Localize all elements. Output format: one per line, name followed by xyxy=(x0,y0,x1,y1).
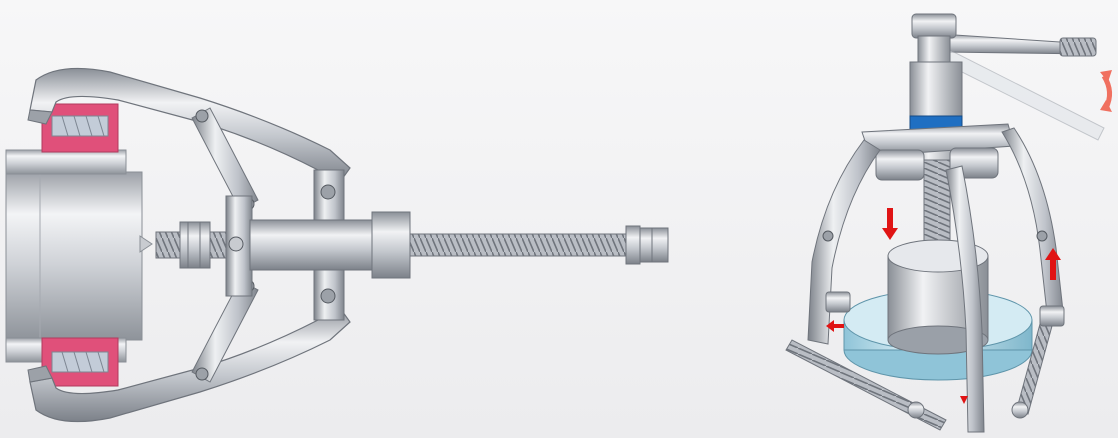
pump-handle xyxy=(911,13,1105,141)
puller-yoke xyxy=(861,123,1015,181)
clamp-rods xyxy=(785,291,1065,431)
arrow-left-icon xyxy=(826,320,844,332)
forcing-screw xyxy=(155,221,669,269)
rotate-arrow-icon xyxy=(1100,70,1112,112)
arrow-down-icon xyxy=(882,208,898,240)
arrow-up-icon xyxy=(1045,248,1061,280)
jaw-front xyxy=(945,165,985,433)
shaft-hub xyxy=(5,149,153,363)
bearing-top xyxy=(41,103,119,153)
jaw-right xyxy=(1001,127,1065,323)
puller-body xyxy=(228,211,411,279)
bearing-bottom xyxy=(41,337,119,387)
workpiece xyxy=(843,239,1033,381)
hydraulic-puller xyxy=(785,13,1112,433)
mechanical-puller xyxy=(5,67,669,423)
arrow-small-icon xyxy=(960,396,968,404)
